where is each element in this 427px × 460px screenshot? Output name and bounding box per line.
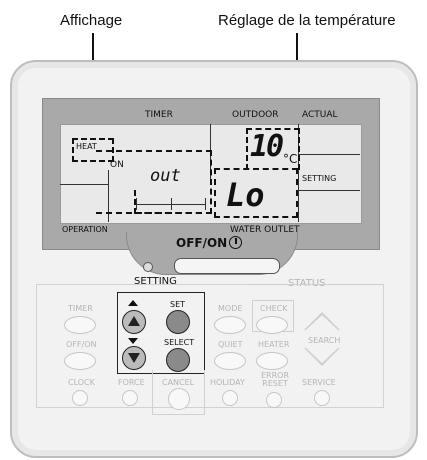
label-search: SEARCH (308, 336, 340, 345)
lcd-setting: SETTING (302, 174, 336, 183)
label-timer: TIMER (145, 110, 173, 120)
service-button[interactable] (314, 390, 330, 406)
offon-button[interactable] (174, 258, 280, 274)
error-reset-button[interactable] (266, 392, 282, 408)
annotation-display: Affichage (60, 12, 122, 29)
status-rule (248, 284, 378, 285)
highlight-temperature-upper (246, 128, 300, 170)
clock-button[interactable] (72, 390, 88, 406)
label-set: SET (170, 300, 185, 309)
search-up-icon-inner (306, 315, 338, 330)
indicator-lamp (143, 262, 153, 272)
cancel-button[interactable] (168, 388, 190, 410)
label-select: SELECT (164, 338, 194, 347)
label-force: FORCE (118, 378, 145, 387)
lcd-divider-5 (298, 154, 360, 155)
lcd-divider-6 (298, 190, 360, 191)
force-button[interactable] (122, 390, 138, 406)
heater-button[interactable] (256, 352, 288, 370)
mode-button[interactable] (214, 316, 246, 334)
search-down-icon-inner (306, 348, 338, 363)
timer-button[interactable] (64, 316, 96, 334)
label-service: SERVICE (302, 378, 336, 387)
down-arrow-icon (128, 338, 138, 344)
up-arrow-icon (128, 300, 138, 306)
label-error-reset: ERROR RESET (258, 372, 292, 388)
check-button[interactable] (256, 316, 288, 334)
holiday-button[interactable] (222, 390, 238, 406)
label-operation: OPERATION (62, 225, 108, 234)
label-mode: MODE (218, 304, 242, 313)
quiet-button[interactable] (214, 352, 246, 370)
label-outdoor: OUTDOOR (232, 110, 279, 120)
label-heater: HEATER (258, 340, 289, 349)
highlight-temperature (214, 168, 298, 218)
label-cancel: CANCEL (162, 378, 194, 387)
offon-small-button[interactable] (64, 352, 96, 370)
label-actual: ACTUAL (302, 110, 338, 120)
label-offon: OFF/ON (176, 236, 227, 250)
select-button[interactable] (166, 348, 190, 372)
label-quiet: QUIET (218, 340, 242, 349)
label-timer-btn: TIMER (68, 304, 93, 313)
label-setting: SETTING (134, 276, 177, 287)
annotation-temperature-setting: Réglage de la température (218, 12, 396, 29)
set-button[interactable] (166, 310, 190, 334)
down-button[interactable] (122, 346, 146, 370)
label-holiday: HOLIDAY (210, 378, 245, 387)
highlight-out-lower (134, 190, 212, 214)
label-clock: CLOCK (68, 378, 95, 387)
label-offon-btn: OFF/ON (66, 340, 96, 349)
up-button[interactable] (122, 310, 146, 334)
label-check: CHECK (260, 304, 288, 313)
power-icon (229, 236, 242, 249)
